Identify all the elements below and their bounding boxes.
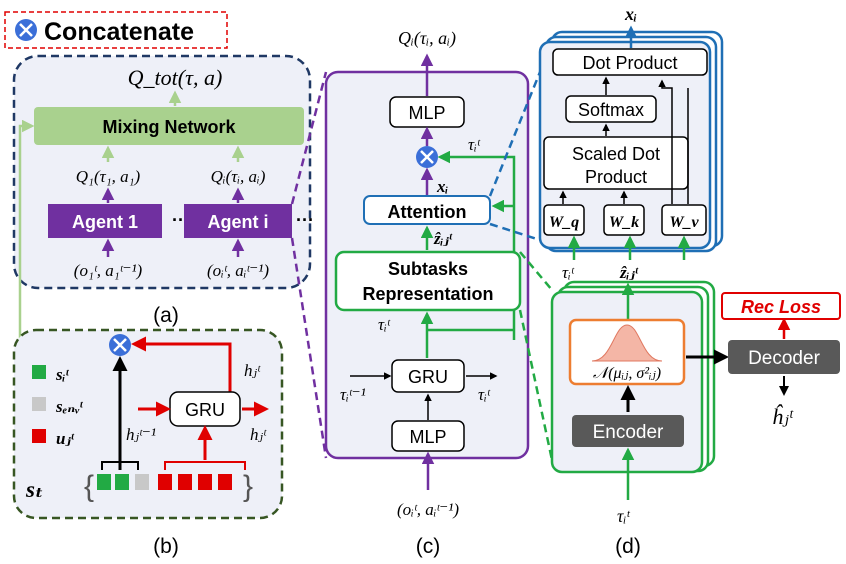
wv-box — [661, 204, 707, 236]
mlp-top-label: MLP — [408, 103, 445, 123]
q-out-label: Qᵢ(τᵢ, aᵢ) — [398, 28, 456, 49]
st-block-green-2 — [115, 474, 129, 490]
input-i-label: (oᵢᵗ, aᵢᵗ⁻¹) — [207, 261, 269, 280]
panel-a: Q_tot(τ, a) Mixing Network Q₁(τ₁, a₁) Qᵢ… — [12, 54, 314, 327]
attention-label: Attention — [388, 202, 467, 222]
concatenate-legend: Concatenate — [4, 11, 228, 49]
qtot-label: Q_tot(τ, a) — [128, 65, 223, 90]
concat-node-c — [416, 146, 438, 168]
dot-product-box — [552, 48, 708, 76]
att-z-in-label: ẑᵢⱼᵗ — [619, 263, 639, 282]
subtasks-label-2: Representation — [362, 284, 493, 304]
h-hat-label: ĥⱼᵗ — [772, 404, 794, 429]
gru-label-b: GRU — [185, 400, 225, 420]
st-block-red-4 — [218, 474, 232, 490]
dot-product-label: Dot Product — [582, 53, 677, 73]
legend-env-swatch — [32, 397, 46, 411]
subtasks-box — [334, 250, 522, 312]
scaled-dot-label-1: Scaled Dot — [572, 144, 660, 164]
gru-label-c: GRU — [408, 367, 448, 387]
caption-c: (c) — [416, 535, 441, 558]
decoder-label: Decoder — [748, 348, 820, 369]
legend-s-swatch — [32, 365, 46, 379]
st-brace-right: } — [243, 470, 253, 503]
scaled-dot-label-2: Product — [585, 167, 647, 187]
caption-b: (b) — [153, 535, 179, 558]
softmax-box — [565, 95, 657, 123]
caption-d: (d) — [615, 535, 641, 558]
att-tau-in-label: τᵢᵗ — [562, 263, 575, 282]
attention-box — [363, 195, 491, 225]
gru-box-c — [391, 359, 465, 393]
h-top-label: hⱼᵗ — [244, 361, 261, 380]
st-block-green-1 — [97, 474, 111, 490]
wk-box — [603, 204, 645, 236]
caption-a: (a) — [153, 304, 179, 327]
legend-env-label: sₑₙᵥᵗ — [55, 397, 84, 416]
h-to-concat-arrow — [131, 336, 232, 396]
input-1-label: (o₁ᵗ, a₁ᵗ⁻¹) — [74, 261, 143, 280]
legend-s-label: sᵢᵗ — [55, 365, 69, 384]
panel-d: 𝒩(μᵢⱼ, σ²ᵢⱼ) Encoder τᵢᵗ Decoder Rec Los… — [550, 280, 841, 558]
gaussian-curve-icon — [591, 324, 663, 362]
agent-1-box — [48, 204, 162, 238]
mlp-bottom-label: MLP — [409, 427, 446, 447]
legend-u-swatch — [32, 429, 46, 443]
legend-u-label: uⱼᵗ — [56, 429, 75, 448]
st-block-red-2 — [178, 474, 192, 490]
c-input-label: (oᵢᵗ, aᵢᵗ⁻¹) — [397, 500, 459, 519]
subtasks-label-1: Subtasks — [388, 259, 468, 279]
ellipsis-right: ··· — [296, 210, 314, 230]
rec-loss-label: Rec Loss — [741, 297, 821, 317]
agent-i-box — [184, 204, 292, 238]
z-label: ẑᵢⱼᵗ — [433, 229, 453, 248]
encoder-box — [572, 415, 684, 447]
st-block-red-1 — [158, 474, 172, 490]
mixing-network-label: Mixing Network — [102, 117, 236, 137]
att-x-out-label: xᵢ — [624, 4, 637, 24]
concatenate-icon — [15, 19, 37, 41]
d-tau-in-label: τᵢᵗ — [617, 506, 630, 526]
rec-loss-box — [721, 292, 841, 320]
wv-label: W_v — [669, 214, 699, 231]
softmax-label: Softmax — [578, 100, 644, 120]
st-block-gray — [135, 474, 149, 490]
tau-out-label: τᵢᵗ — [478, 385, 491, 404]
mixing-network-box — [34, 107, 304, 145]
wk-label: W_k — [609, 214, 639, 231]
q1-label: Q₁(τ₁, a₁) — [76, 167, 141, 186]
concatenate-label: Concatenate — [44, 18, 194, 46]
tau-prev-label: τᵢᵗ⁻¹ — [340, 385, 366, 404]
wq-label: W_q — [549, 214, 579, 231]
tau-top-label: τᵢᵗ — [468, 135, 481, 154]
concat-node-b — [109, 334, 131, 356]
wq-box — [543, 204, 585, 236]
decoder-box — [728, 340, 840, 374]
x-label: xᵢ — [436, 177, 449, 196]
qi-label: Qᵢ(τᵢ, aᵢ) — [211, 167, 266, 186]
st-brace-left: { — [84, 470, 94, 503]
h-prev-label: hⱼᵗ⁻¹ — [126, 425, 156, 444]
agent-i-label: Agent i — [208, 212, 269, 232]
st-block-red-3 — [198, 474, 212, 490]
encoder-label: Encoder — [593, 422, 664, 443]
h-right-label: hⱼᵗ — [250, 425, 267, 444]
attention-panel: xᵢ Dot Product Softmax Scaled Dot Produc… — [538, 4, 724, 282]
panel-b: sᵢᵗ sₑₙᵥᵗ uⱼᵗ hⱼᵗ GRU hⱼᵗ hⱼᵗ⁻¹ sₜ { } (… — [12, 328, 284, 558]
agent-1-label: Agent 1 — [72, 212, 138, 232]
tau-mid-label: τᵢᵗ — [378, 315, 391, 334]
panel-c: Qᵢ(τᵢ, aᵢ) MLP τᵢᵗ xᵢ Attention ẑᵢⱼᵗ Sub… — [324, 28, 530, 558]
st-label: sₜ — [25, 477, 43, 502]
mlp-bottom-box — [391, 420, 465, 452]
normal-dist-label: 𝒩(μᵢⱼ, σ²ᵢⱼ) — [593, 365, 661, 382]
